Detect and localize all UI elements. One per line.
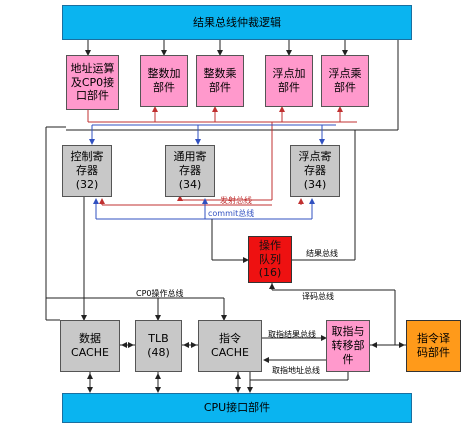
- int-add-unit: 整数加 部件: [140, 55, 188, 107]
- addr-unit-line1: 地址运算: [70, 61, 115, 75]
- fetch-branch-unit: 取指与 转移部 件: [326, 320, 370, 372]
- cpu-interface-label: CPU接口部件: [203, 401, 271, 415]
- fetch-addr-bus-label: 取指地址总线: [272, 366, 320, 375]
- instruction-cache: 指令 CACHE: [198, 320, 262, 372]
- addr-unit-line2: 及CP0接: [70, 75, 115, 89]
- commit-bus-label: commit总线: [208, 209, 255, 218]
- inst-cache-line1: 指令: [218, 332, 241, 346]
- control-reg-line1: 控制寄: [70, 150, 104, 164]
- result-bus-arbiter: 结果总线仲裁逻辑: [62, 5, 412, 40]
- int-add-line2: 部件: [153, 81, 175, 94]
- fp-reg-line1: 浮点寄: [298, 150, 332, 164]
- int-add-line1: 整数加: [147, 67, 181, 81]
- general-reg-line2: 存器: [179, 164, 201, 178]
- operation-queue: 操作 队列 (16): [248, 236, 292, 283]
- general-register: 通用寄 存器 (34): [165, 145, 215, 197]
- tlb-line1: TLB: [148, 332, 169, 346]
- tlb-line2: (48): [147, 346, 170, 359]
- fetch-unit-line1: 取指与: [331, 325, 365, 339]
- fp-mul-unit: 浮点乘 部件: [321, 55, 369, 107]
- result-bus-arbiter-label: 结果总线仲裁逻辑: [193, 15, 281, 29]
- fp-add-line1: 浮点加: [272, 67, 306, 81]
- issue-bus-label: 发射总线: [220, 196, 252, 205]
- fp-register: 浮点寄 存器 (34): [290, 145, 340, 197]
- fetch-unit-line3: 件: [342, 352, 354, 366]
- int-mul-line1: 整数乘: [203, 67, 237, 81]
- general-reg-line1: 通用寄: [173, 150, 207, 164]
- control-register: 控制寄 存器 (32): [62, 145, 112, 197]
- fp-reg-line2: 存器: [304, 164, 326, 178]
- op-queue-line3: (16): [258, 266, 282, 280]
- cpu-interface-bus: CPU接口部件: [62, 393, 412, 423]
- op-queue-line1: 操作: [259, 238, 281, 252]
- addr-cp0-unit: 地址运算 及CP0接 口部件: [66, 55, 119, 110]
- int-mul-unit: 整数乘 部件: [196, 55, 244, 107]
- fp-mul-line1: 浮点乘: [328, 67, 362, 81]
- fetch-result-bus-label: 取指结果总线: [268, 330, 316, 339]
- cp0-bus-label: CP0操作总线: [136, 289, 184, 298]
- result-bus-label: 结果总线: [306, 249, 338, 258]
- general-reg-line3: (34): [178, 177, 202, 191]
- decode-unit-line1: 指令译: [417, 332, 450, 346]
- data-cache: 数据 CACHE: [60, 320, 120, 372]
- fp-add-unit: 浮点加 部件: [265, 55, 313, 107]
- data-cache-line1: 数据: [78, 332, 101, 346]
- instruction-decode-unit: 指令译 码部件: [406, 320, 461, 372]
- control-reg-line2: 存器: [76, 164, 98, 178]
- fp-mul-line2: 部件: [334, 81, 356, 94]
- tlb: TLB (48): [135, 320, 182, 372]
- op-queue-line2: 队列: [259, 252, 281, 266]
- fetch-unit-line2: 转移部: [331, 339, 365, 353]
- decode-bus-label: 译码总线: [302, 292, 334, 301]
- control-reg-line3: (32): [75, 177, 99, 191]
- addr-unit-line3: 口部件: [76, 89, 109, 103]
- fp-add-line2: 部件: [278, 81, 300, 94]
- int-mul-line2: 部件: [209, 81, 231, 94]
- fp-reg-line3: (34): [303, 177, 327, 191]
- decode-unit-line2: 码部件: [417, 346, 450, 359]
- inst-cache-line2: CACHE: [211, 346, 249, 359]
- data-cache-line2: CACHE: [71, 346, 109, 359]
